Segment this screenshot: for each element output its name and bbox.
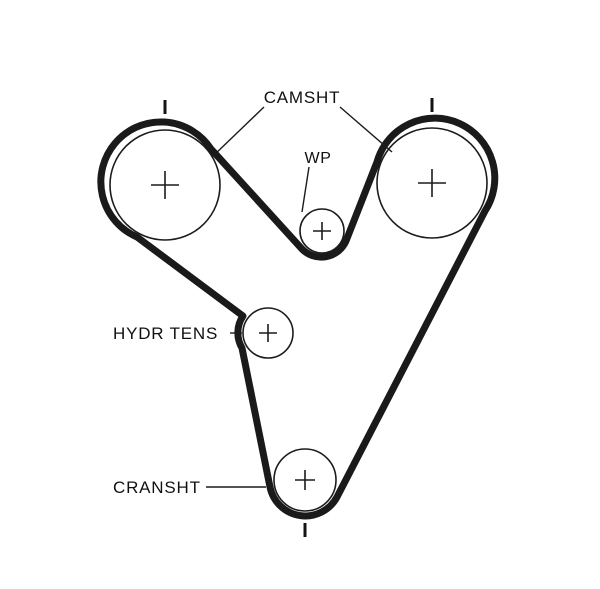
camshaft-leader-left-line: [211, 106, 265, 158]
camshaft-right-cross-icon: [418, 169, 446, 197]
water-pump-pulley: [299, 208, 345, 254]
water-pump-leader-line: [301, 166, 310, 213]
camshaft-leader-right-line: [339, 106, 393, 153]
tensioner-pulley: [242, 307, 294, 359]
camshaft-right-pulley: [376, 127, 488, 239]
water-pump-label: WP: [305, 150, 332, 167]
belt-path: [97, 114, 499, 520]
camshaft-label: CAMSHT: [264, 88, 341, 107]
tensioner-label: HYDR TENS: [113, 324, 218, 343]
camshaft-left-pulley: [109, 129, 221, 241]
water-pump-cross-icon: [313, 222, 331, 240]
crankshaft-cross-icon: [295, 470, 315, 490]
camshaft-left-cross-icon: [151, 171, 179, 199]
tensioner-cross-icon: [259, 324, 277, 342]
crankshaft-label: CRANSHT: [113, 478, 201, 497]
crankshaft-pulley: [273, 448, 337, 512]
